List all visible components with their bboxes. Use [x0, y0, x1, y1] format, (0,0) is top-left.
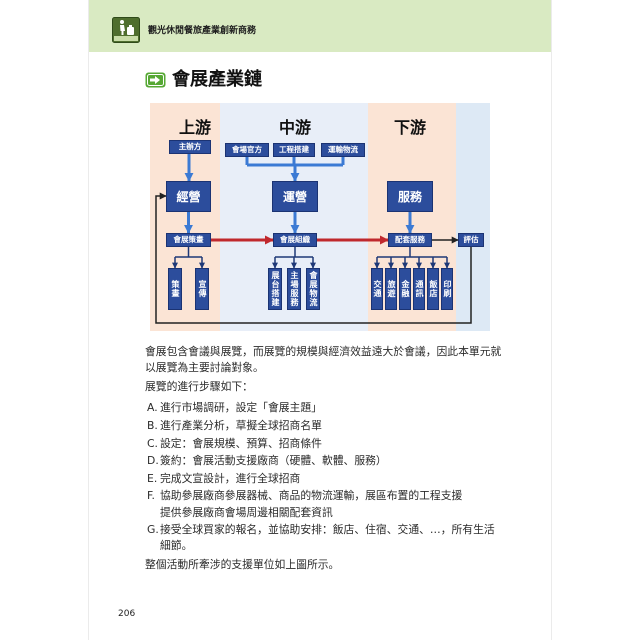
section-title: 會展產業鏈 [172, 69, 262, 90]
node-venue-official: 會場官方 [225, 143, 269, 157]
node-management: 經營 [166, 181, 211, 212]
page-number: 206 [118, 609, 136, 619]
node-transport-logistics: 運輸物流 [321, 143, 365, 157]
connector-organization-tasks [275, 247, 313, 258]
task-finance: 金融 [399, 268, 411, 310]
diagram-connectors [155, 154, 472, 324]
node-evaluation: 評估 [458, 233, 484, 247]
step-label: F. [147, 489, 155, 502]
task-hotel: 飯店 [427, 268, 439, 310]
evaluation-column [456, 103, 490, 331]
steps-heading: 展覽的進行步驟如下： [145, 380, 253, 393]
step-text: 接受全球買家的報名，並協助安排：飯店、住宿、交通、…，所有生活 [160, 523, 495, 536]
step-label: E. [147, 472, 158, 485]
step-text: 完成文宣設計，進行全球招商 [160, 472, 301, 485]
task-host-service: 主場服務 [287, 268, 301, 310]
step-text: 簽約：會展活動支援廠商（硬體、軟體、服務） [160, 454, 387, 467]
node-operation: 運營 [272, 181, 318, 212]
step-text: 提供參展廠商會場周邊相關配套資訊 [160, 506, 333, 519]
node-exhibition-organization: 會展組織 [273, 233, 317, 247]
step-label: B. [147, 419, 158, 432]
node-exhibition-planning: 會展策畫 [166, 233, 211, 247]
connector-support-tasks [377, 247, 447, 258]
stage-label-upstream: 上游 [178, 118, 211, 137]
node-support-services: 配套服務 [388, 233, 432, 247]
step-text: 協助參展廠商參展器械、商品的物流運輸，展區布置的工程支援 [160, 489, 463, 502]
task-promotion: 宣傳 [195, 268, 209, 310]
step-text: 進行市場調研，設定「會展主題」 [160, 401, 322, 414]
task-tourism: 旅遊 [385, 268, 397, 310]
node-engineering-setup: 工程搭建 [273, 143, 315, 157]
step-label: D. [147, 454, 159, 467]
step-label: G. [147, 523, 159, 536]
stage-label-midstream: 中游 [278, 118, 311, 137]
task-booth-setup: 展台搭建 [268, 268, 282, 310]
connector-planning-tasks [175, 247, 202, 258]
task-transport: 交通 [371, 268, 383, 310]
step-text: 進行產業分析，草擬全球招商名單 [160, 419, 322, 432]
closing-sentence: 整個活動所牽涉的支援單位如上圖所示。 [145, 558, 340, 571]
task-planning: 策畫 [168, 268, 182, 310]
industry-chain-diagram: 上游 中游 下游 [150, 103, 490, 331]
intro-line: 以展覽為主要討論對象。 [145, 361, 264, 374]
green-arrow-icon [145, 72, 166, 88]
step-text: 設定：會展規模、預算、招商條件 [160, 437, 322, 450]
node-organizer: 主辦方 [169, 140, 211, 154]
step-label: A. [147, 401, 158, 414]
stage-label-downstream: 下游 [393, 118, 426, 137]
task-exhibition-logistics: 會展物流 [306, 268, 320, 310]
task-printing: 印刷 [441, 268, 453, 310]
connector-midstream-sources-merge [245, 157, 345, 167]
step-label: C. [147, 437, 158, 450]
traveler-luggage-icon [112, 17, 140, 43]
intro-line: 會展包含會議與展覽，而展覽的規模與經濟效益遠大於會議，因此本單元就 [145, 345, 502, 358]
book-title: 觀光休閒餐旅產業創新商務 [148, 26, 257, 36]
node-service: 服務 [387, 181, 433, 212]
step-text: 細節。 [160, 539, 193, 552]
task-telecom: 通訊 [413, 268, 425, 310]
arrow-evaluation-feedback-loop [155, 192, 472, 324]
running-header-band [89, 0, 551, 52]
